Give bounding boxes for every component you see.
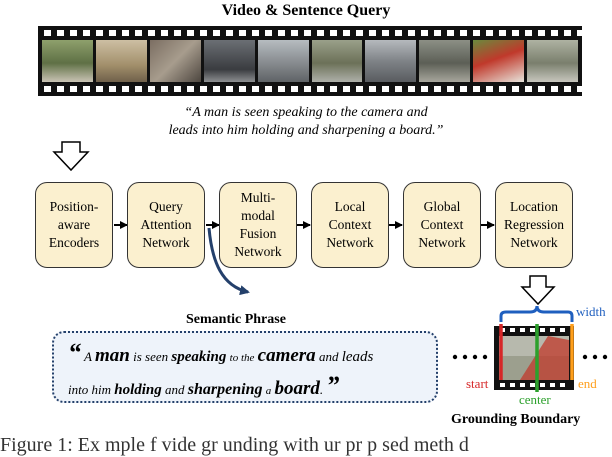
- video-frame: [473, 40, 525, 82]
- grounding-boundary-illustration: [452, 305, 608, 392]
- box-label: Position- aware Encoders: [48, 199, 100, 250]
- phrase-word: a: [265, 385, 272, 397]
- phrase-word: to the: [229, 352, 255, 364]
- phrase-word: speaking: [171, 349, 227, 365]
- film-sprocket-holes: [44, 30, 582, 92]
- phrase-word: .: [319, 382, 324, 397]
- phrase-word: A: [84, 349, 92, 364]
- phrase-word: and: [318, 349, 339, 364]
- semantic-phrase-text: “ A man is seen speaking to the camera a…: [68, 339, 428, 405]
- video-frame: [311, 40, 363, 82]
- video-frame: [365, 40, 417, 82]
- sentence-query: “A man is seen speaking to the camera an…: [0, 104, 612, 140]
- semantic-phrase-box: “ A man is seen speaking to the camera a…: [52, 331, 438, 403]
- box-label: Query Attention Network: [140, 199, 192, 250]
- box-label: Location Regression Network: [504, 199, 564, 250]
- close-quote: ”: [326, 371, 340, 400]
- end-label: end: [578, 376, 597, 391]
- global-context-network-box: Global Context Network: [403, 182, 481, 268]
- start-label: start: [466, 376, 489, 391]
- box-label: Multi- modal Fusion Network: [234, 190, 282, 259]
- phrase-word: into him: [68, 382, 111, 397]
- phrase-word: is seen: [133, 349, 169, 364]
- phrase-word: camera: [257, 345, 316, 366]
- local-context-network-box: Local Context Network: [311, 182, 389, 268]
- box-label: Local Context Network: [326, 199, 374, 250]
- video-frame: [42, 40, 93, 82]
- semantic-line-1: “ A man is seen speaking to the camera a…: [68, 339, 428, 372]
- query-line-1: “A man is seen speaking to the camera an…: [184, 105, 428, 120]
- video-frame: [257, 40, 309, 82]
- semantic-line-2: into him holding and sharpening a board.…: [68, 372, 428, 405]
- phrase-word: and: [165, 382, 185, 397]
- semantic-curve-arrow: [207, 227, 250, 296]
- video-filmstrip: [38, 26, 582, 96]
- phrase-word: man: [94, 345, 130, 366]
- grounding-boundary-title: Grounding Boundary: [451, 412, 581, 427]
- phrase-word: leads: [341, 349, 374, 365]
- video-frame: [419, 40, 471, 82]
- hollow-down-arrow-icon: [52, 141, 90, 172]
- width-label: width: [576, 304, 606, 319]
- phrase-word: holding: [114, 382, 162, 398]
- location-regression-network-box: Location Regression Network: [495, 182, 573, 268]
- query-line-2: leads into him holding and sharpening a …: [168, 123, 444, 138]
- hollow-down-arrow-icon: [520, 275, 556, 306]
- video-frame: [149, 40, 201, 82]
- center-label: center: [519, 392, 551, 407]
- phrase-word: sharpening: [187, 381, 263, 398]
- box-label: Global Context Network: [418, 199, 466, 250]
- position-aware-encoders-box: Position- aware Encoders: [35, 182, 113, 268]
- query-attention-network-box: Query Attention Network: [127, 182, 205, 268]
- video-frame: [95, 40, 147, 82]
- figure-caption: Figure 1: Ex mple f vide gr unding with …: [0, 434, 469, 456]
- phrase-word: board: [274, 378, 320, 399]
- figure-title: Video & Sentence Query: [221, 2, 391, 19]
- open-quote: “: [68, 338, 81, 367]
- semantic-phrase-title: Semantic Phrase: [186, 312, 286, 327]
- video-frame: [527, 40, 579, 82]
- video-frame: [203, 40, 255, 82]
- multimodal-fusion-network-box: Multi- modal Fusion Network: [219, 182, 297, 268]
